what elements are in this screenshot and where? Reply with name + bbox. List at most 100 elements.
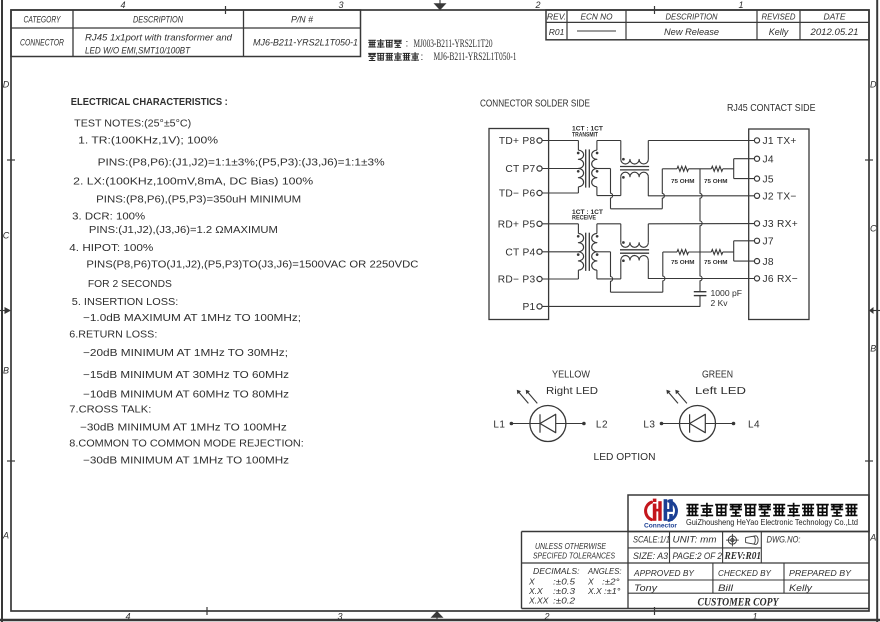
svg-text:New Release: New Release xyxy=(664,27,719,37)
svg-text:4: 4 xyxy=(120,0,125,10)
svg-text:1000 pF: 1000 pF xyxy=(711,288,743,298)
svg-text:8.COMMON TO COMMON MODE REJEC: 8.COMMON TO COMMON MODE REJECTION: xyxy=(69,439,304,450)
svg-text::±0.5: :±0.5 xyxy=(553,577,575,587)
svg-text:L3: L3 xyxy=(643,419,655,430)
svg-text::±2°: :±2° xyxy=(602,577,620,587)
svg-text:75 OHM: 75 OHM xyxy=(704,179,728,185)
svg-text:3: 3 xyxy=(338,0,343,10)
svg-text:P1: P1 xyxy=(522,302,535,313)
svg-text:−10dB MINIMUM AT 60MHz TO 80MH: −10dB MINIMUM AT 60MHz TO 80MHz xyxy=(83,390,289,401)
svg-text:J5: J5 xyxy=(763,174,774,185)
svg-text:J3 RX+: J3 RX+ xyxy=(763,219,799,230)
svg-text:75 OHM: 75 OHM xyxy=(671,179,695,185)
svg-text:75 OHM: 75 OHM xyxy=(671,260,695,266)
svg-text:J7: J7 xyxy=(763,237,774,248)
svg-text:2: 2 xyxy=(534,0,540,10)
svg-text:P/N #: P/N # xyxy=(291,15,314,25)
svg-text::: : xyxy=(421,52,424,63)
svg-text:L1: L1 xyxy=(493,419,505,430)
svg-text:MJ003-B211-YRS2L1T20: MJ003-B211-YRS2L1T20 xyxy=(414,38,493,50)
svg-text:B: B xyxy=(870,344,876,354)
svg-text:5. INSERTION LOSS:: 5. INSERTION LOSS: xyxy=(72,297,179,308)
svg-text:PAGE:2 OF 2: PAGE:2 OF 2 xyxy=(673,551,723,561)
svg-text:LED OPTION: LED OPTION xyxy=(594,452,656,463)
svg-text:2. LX:(100KHz,100mV,8mA, DC Bi: 2. LX:(100KHz,100mV,8mA, DC Bias) 100% xyxy=(73,176,313,187)
svg-text:L4: L4 xyxy=(748,419,760,430)
svg-text:RD− P3: RD− P3 xyxy=(498,275,536,286)
svg-text:LED W/O EMI,SMT10/100BT: LED W/O EMI,SMT10/100BT xyxy=(85,45,191,55)
svg-text:YELLOW: YELLOW xyxy=(552,370,591,381)
svg-text:C: C xyxy=(870,224,877,234)
svg-text:CONNECTOR: CONNECTOR xyxy=(20,38,64,48)
svg-text:RD+ P5: RD+ P5 xyxy=(498,220,536,231)
svg-text:DESCRIPTION: DESCRIPTION xyxy=(666,12,719,22)
svg-text:DECIMALS:: DECIMALS: xyxy=(533,566,580,576)
svg-text:3: 3 xyxy=(337,612,342,622)
svg-text:GuiZhousheng HeYao Electronic: GuiZhousheng HeYao Electronic Technology… xyxy=(686,517,858,527)
svg-text:REV.: REV. xyxy=(547,12,566,22)
svg-text:C: C xyxy=(3,231,10,241)
svg-text:X.X: X.X xyxy=(587,586,602,596)
svg-text:D: D xyxy=(3,80,10,90)
svg-text:D: D xyxy=(870,80,877,90)
svg-text:CT P4: CT P4 xyxy=(505,247,535,258)
svg-text:DESCRIPTION: DESCRIPTION xyxy=(133,15,183,25)
svg-text:−1.0dB MAXIMUM AT 1MHz TO 100M: −1.0dB MAXIMUM AT 1MHz TO 100MHz; xyxy=(83,313,301,324)
svg-text:DATE: DATE xyxy=(823,12,845,22)
svg-text:CT P7: CT P7 xyxy=(505,164,535,175)
svg-text:J4: J4 xyxy=(763,154,774,165)
svg-text:−20dB MINIMUM AT 1MHz TO 30MHz: −20dB MINIMUM AT 1MHz TO 30MHz; xyxy=(83,348,288,359)
svg-text:CATEGORY: CATEGORY xyxy=(24,15,62,25)
svg-text::±0.3: :±0.3 xyxy=(553,586,575,596)
svg-text:UNLESS OTHERWISE: UNLESS OTHERWISE xyxy=(535,541,606,551)
svg-text:CUSTOMER COPY: CUSTOMER COPY xyxy=(698,594,780,608)
svg-text:RECEIVE: RECEIVE xyxy=(572,216,596,222)
svg-text:2012.05.21: 2012.05.21 xyxy=(809,27,858,37)
svg-text:R01: R01 xyxy=(549,27,565,37)
svg-text::: : xyxy=(406,39,409,50)
svg-text:X: X xyxy=(587,577,594,587)
svg-text:TD− P6: TD− P6 xyxy=(499,189,536,200)
svg-text:J8: J8 xyxy=(763,257,774,268)
svg-text:3. DCR: 100%: 3. DCR: 100% xyxy=(72,211,145,222)
svg-text:1: 1 xyxy=(738,0,743,10)
svg-text:−15dB MINIMUM AT 30MHz TO 60MH: −15dB MINIMUM AT 30MHz TO 60MHz xyxy=(83,370,289,381)
svg-text:TRANSMIT: TRANSMIT xyxy=(572,132,598,138)
svg-text:1CT : 1CT: 1CT : 1CT xyxy=(572,127,603,133)
svg-text:CHECKED BY: CHECKED BY xyxy=(718,568,772,578)
svg-text:1CT : 1CT: 1CT : 1CT xyxy=(572,210,603,216)
svg-text:RJ45 1x1port with transformer: RJ45 1x1port with transformer and xyxy=(85,33,233,43)
svg-text:SIZE: A3: SIZE: A3 xyxy=(633,551,668,561)
svg-text:−30dB MINIMUM AT 1MHz TO 100MH: −30dB MINIMUM AT 1MHz TO 100MHz xyxy=(80,422,287,433)
svg-text:MJ6-B211-YRS2L1T050-1: MJ6-B211-YRS2L1T050-1 xyxy=(253,37,358,48)
svg-text:TEST NOTES:(25°±5°C): TEST NOTES:(25°±5°C) xyxy=(74,119,191,130)
svg-text:4: 4 xyxy=(125,612,130,622)
svg-text:2 Kv: 2 Kv xyxy=(711,298,729,308)
svg-text:PREPARED BY: PREPARED BY xyxy=(789,568,852,578)
svg-text:X.XX: X.XX xyxy=(528,596,549,606)
svg-text:75 OHM: 75 OHM xyxy=(704,260,728,266)
svg-text:X.X: X.X xyxy=(528,586,543,596)
svg-text::±1°: :±1° xyxy=(604,586,621,596)
svg-text:Left LED: Left LED xyxy=(695,386,746,397)
svg-text:1. TR:(100KHz,1V); 100%: 1. TR:(100KHz,1V); 100% xyxy=(78,136,218,147)
svg-text:Connector: Connector xyxy=(644,523,678,529)
svg-text:Tony: Tony xyxy=(634,583,658,593)
svg-text:J1 TX+: J1 TX+ xyxy=(763,136,797,147)
svg-text:J6 RX−: J6 RX− xyxy=(763,274,799,285)
svg-text:DWG.NO:: DWG.NO: xyxy=(767,535,801,545)
svg-text:7.CROSS TALK:: 7.CROSS TALK: xyxy=(69,404,151,415)
svg-text:ELECTRICAL CHARACTERISTICS :: ELECTRICAL CHARACTERISTICS : xyxy=(71,96,228,108)
svg-text:SCALE:1/1: SCALE:1/1 xyxy=(633,534,670,544)
svg-text:PINS:(P8,P6),(P5,P3)=350uH MIN: PINS:(P8,P6),(P5,P3)=350uH MINIMUM xyxy=(96,194,301,205)
svg-text:−30dB MINIMUM AT 1MHz TO 100MH: −30dB MINIMUM AT 1MHz TO 100MHz xyxy=(83,456,289,467)
svg-text:PINS(P8,P6)TO(J1,J2),(P5,P3)TO: PINS(P8,P6)TO(J1,J2),(P5,P3)TO(J3,J6)=15… xyxy=(86,259,418,270)
svg-text:REV:R01: REV:R01 xyxy=(724,550,761,562)
svg-text:MJ6-B211-YRS2L1T050-1: MJ6-B211-YRS2L1T050-1 xyxy=(434,51,517,63)
svg-text:FOR 2 SECONDS: FOR 2 SECONDS xyxy=(88,279,172,290)
svg-text:UNIT: mm: UNIT: mm xyxy=(673,534,718,544)
svg-text:CONNECTOR SOLDER SIDE: CONNECTOR SOLDER SIDE xyxy=(480,99,590,110)
svg-text:Bill: Bill xyxy=(718,583,734,593)
svg-text:PINS:(P8,P6):(J1,J2)=1:1±3%;(P: PINS:(P8,P6):(J1,J2)=1:1±3%;(P5,P3):(J3,… xyxy=(98,158,385,169)
svg-text:Right LED: Right LED xyxy=(546,386,598,397)
